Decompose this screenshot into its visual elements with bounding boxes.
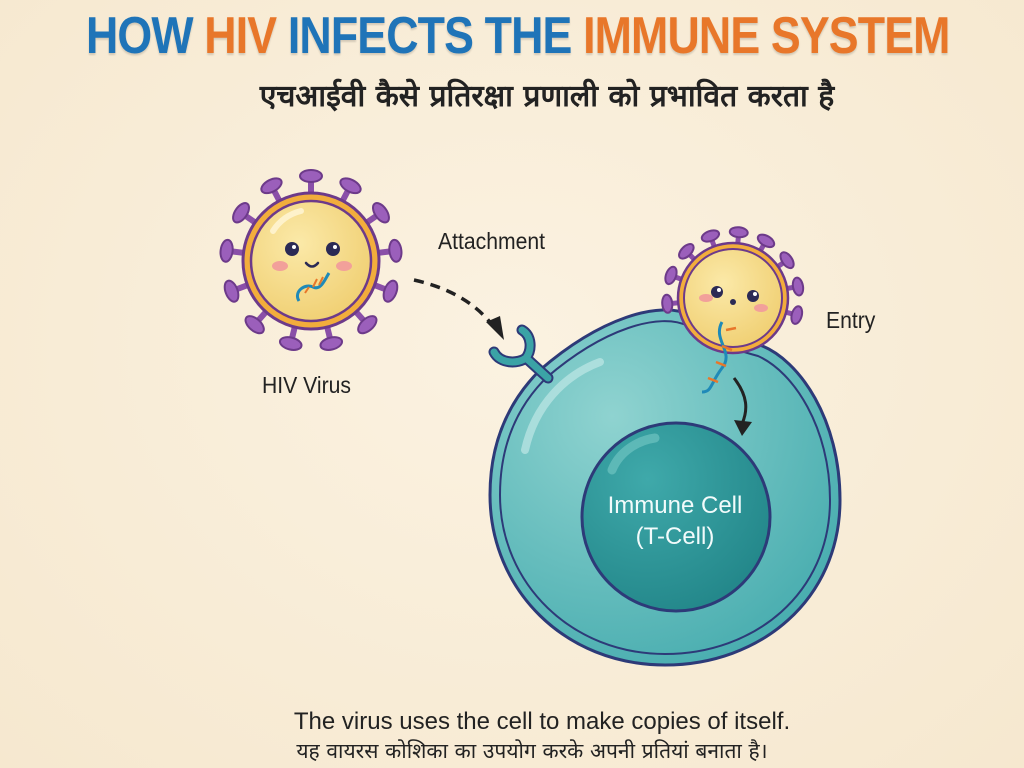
caption-hindi: यह वायरस कोशिका का उपयोग करके अपनी प्रति… xyxy=(296,739,768,763)
hiv-virus-icon xyxy=(219,169,403,351)
immune-cell-label: Immune Cell (T-Cell) xyxy=(580,490,770,552)
title-part-immune-system: IMMUNE SYSTEM xyxy=(583,7,950,65)
hiv-virus-label: HIV Virus xyxy=(262,372,351,398)
title-part-hiv: HIV xyxy=(204,7,288,65)
page-title: HOW HIV INFECTS THE IMMUNE SYSTEM xyxy=(86,6,950,66)
immune-cell-label-line1: Immune Cell xyxy=(607,492,743,519)
title-part-how: HOW xyxy=(86,7,205,65)
immune-cell-label-line2: (T-Cell) xyxy=(635,523,715,550)
attachment-arrow-icon xyxy=(413,278,498,331)
title-part-infects-the: INFECTS THE xyxy=(287,7,584,65)
immune-cell-icon xyxy=(488,308,842,667)
caption-english: The virus uses the cell to make copies o… xyxy=(293,708,791,735)
entering-virus-icon xyxy=(661,226,805,355)
attachment-label: Attachment xyxy=(438,228,546,254)
subtitle-hindi: एचआईवी कैसे प्रतिरक्षा प्रणाली को प्रभाव… xyxy=(259,79,835,114)
nucleus-icon xyxy=(580,421,772,613)
entry-arrow-icon xyxy=(732,377,748,425)
entry-label: Entry xyxy=(826,307,876,333)
